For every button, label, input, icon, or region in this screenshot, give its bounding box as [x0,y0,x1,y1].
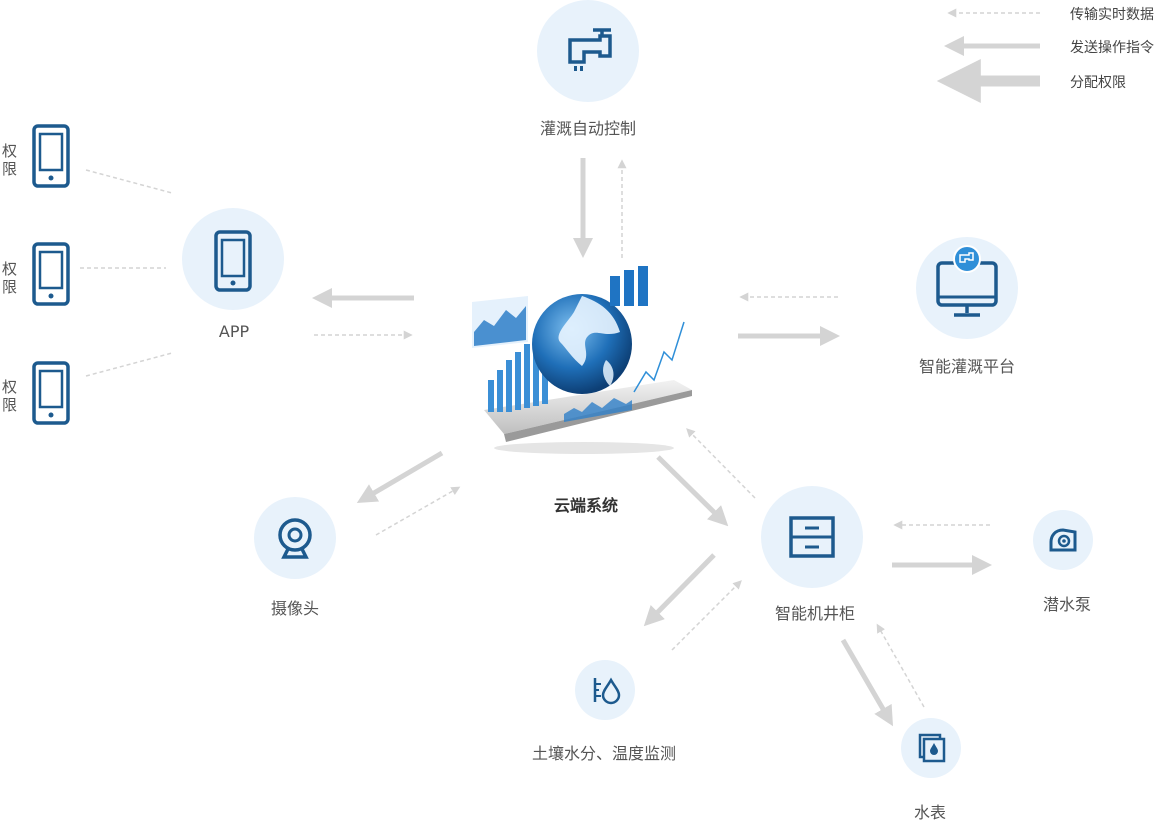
user-phone-3 [32,361,70,429]
irrigation-label: 灌溉自动控制 [539,119,637,138]
pump-node [1033,510,1093,570]
smartphone-icon [32,361,70,425]
cloud-system-label: 云端系统 [553,496,619,515]
arrow-cloud-to-camera [356,450,444,504]
legend-label-operation-command: 发送操作指令 [1070,40,1154,56]
arrow-cabinet-to-meter [840,638,894,727]
cabinet-label: 智能机井柜 [774,604,856,623]
arrow-cloud-to-cabinet [656,455,729,527]
cabinet-icon [789,516,835,558]
meter-label: 水表 [913,803,947,822]
platform-node [916,237,1018,339]
pump-label: 潜水泵 [1042,595,1092,614]
phone-permission-label: 权限 [2,378,18,414]
platform-label: 智能灌溉平台 [918,357,1016,376]
cloud-system-illustration [464,262,696,466]
pump-icon [1049,528,1077,552]
user-phone-1 [32,124,70,192]
camera-node [254,497,336,579]
monitor-icon [936,245,998,317]
smartphone-icon [214,230,252,292]
soil-node [575,660,635,720]
camera-label: 摄像头 [270,599,320,618]
legend-label-permission: 分配权限 [1070,75,1126,91]
meter-node [901,718,961,778]
smartphone-icon [32,242,70,306]
soil-label: 土壤水分、温度监测 [531,744,677,763]
arrow-camera-to-cloud [375,486,461,536]
cabinet-node [761,486,863,588]
app-node [182,208,284,310]
legend-label-realtime-data: 传输实时数据 [1070,7,1154,23]
link-phone-3 [85,352,173,377]
phone-permission-label: 权限 [2,142,18,178]
smartphone-icon [32,124,70,188]
arrow-cabinet-to-cloud [686,428,756,499]
phone-permission-label: 权限 [2,260,18,296]
arrow-soil-to-cabinet [671,580,742,651]
irrigation-node [537,0,639,102]
link-phone-1 [85,169,173,194]
user-phone-2 [32,242,70,310]
app-label: APP [218,322,250,341]
soil-sensor-icon [593,677,621,705]
arrow-meter-to-cabinet [876,623,925,708]
faucet-icon [568,28,612,71]
water-meter-icon [918,733,946,763]
arrow-cabinet-to-soil [643,553,716,627]
webcam-icon [278,518,312,559]
